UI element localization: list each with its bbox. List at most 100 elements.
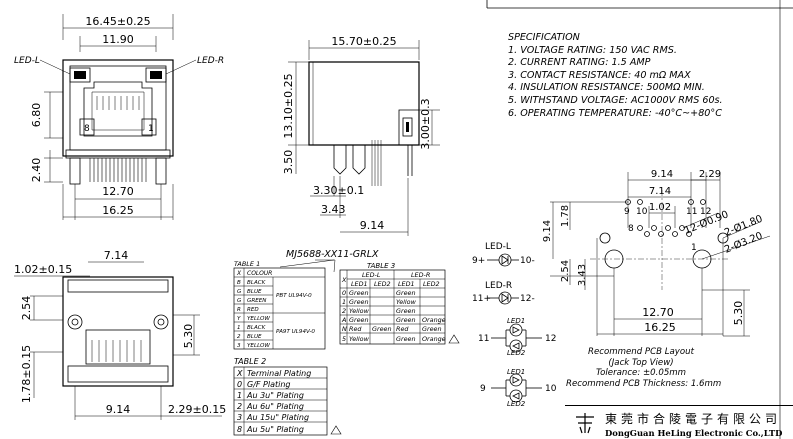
side-dim-peg: 3.30±0.1 [313,184,364,197]
bottom-dim-bottom: 9.14 [106,403,131,416]
side-dim-width: 15.70±0.25 [331,35,396,48]
bicolor-a-pin-right: 12 [545,334,556,344]
schematic-ledr-label: LED-R [485,281,512,291]
side-dim-offset: 3.43 [321,203,346,216]
table1-r2-c1: GREEN [247,298,267,304]
bottom-view: 7.14 1.02±0.15 2.54 1.78±0.15 5.30 [14,249,226,420]
table3-cell: Orange [422,335,446,343]
pcb-pin-1: 1 [691,243,697,253]
front-dim-height-b: 2.40 [30,158,43,183]
revision-triangle-icon [330,425,342,435]
table3-cell: Green [422,325,442,333]
table2-r1-c1: Au 3u" Plating [246,391,304,400]
table3-cell: Red [396,325,409,333]
table1-r6-c1: BLUE [247,334,262,340]
table1-h1: COLOUR [247,270,272,277]
spec-line: 6. OPERATING TEMPERATURE: -40°C~+80°C [508,107,722,119]
table2-r2-c0: 2 [237,402,242,411]
table1-note-b: PA9T UL94V-0 [276,329,315,335]
table3-cell: Yellow [349,335,370,343]
spec-line: 2. CURRENT RATING: 1.5 AMP [508,57,651,69]
part-number: MJ5688-XX11-GRLX [286,249,379,260]
front-view: 16.45±0.25 11.90 8 1 [14,14,224,220]
company-name-english: DongGuan HeLing Electronic Co.,LTD [605,428,783,438]
table3-cell: Red [349,325,362,333]
schematic-ledl-pin-minus: 10- [520,256,535,266]
table3-sh3: LED2 [423,280,440,288]
pcb-note-line: (Jack Top View) [608,357,674,368]
schematic-ledr-pin-plus: 11+ [472,294,491,304]
table1-r0-c1: BLACK [247,280,267,286]
table1-r3-c1: RED [247,307,259,313]
table2-r2-c1: Au 6u" Plating [246,402,304,411]
pcb-layout: 9.14 2.29 7.14 1.02 9 10 11 12 8 1 [542,169,771,337]
table3-cell: 2 [342,307,346,315]
table-2: TABLE 2 X Terminal Plating 0 G/F Plating… [233,357,342,436]
pcb-pin-10: 10 [636,207,648,217]
spec-line: 1. VOLTAGE RATING: 150 VAC RMS. [508,44,677,56]
pcb-dim-f: 1.78 [560,205,571,227]
table1-r7-c0: 3 [237,343,241,349]
table3-title: TABLE 3 [367,262,395,270]
bicolor-b-led1: LED1 [507,368,525,376]
pcb-pin-12: 12 [700,207,711,217]
table2-r0-c0: 0 [237,380,242,389]
table1-r5-c1: BLACK [247,325,267,331]
table3-cell: N [342,325,347,333]
table3-cell: Green [349,289,369,297]
table1-r1-c1: BLUE [247,289,262,295]
bottom-dim-pitch: 2.54 [20,296,33,321]
table3-sh1: LED2 [374,280,391,288]
side-view: 15.70±0.25 13.10±0.25 3.50 3.00±0.3 3.30… [282,35,440,236]
pcb-dim-g: 2.54 [560,260,571,282]
bottom-dim-height: 5.30 [182,324,195,349]
specification-block: SPECIFICATION 1. VOLTAGE RATING: 150 VAC… [508,32,723,120]
spec-line: 3. CONTACT RESISTANCE: 40 mΩ MAX [508,69,691,81]
table1-r4-c0: Y [237,316,241,322]
led-r-icon [498,291,512,305]
table3-cell: 1 [342,298,346,306]
table1-r0-c0: B [237,280,241,286]
table1-r2-c0: G [237,298,242,304]
table1-r6-c0: 2 [237,334,241,340]
table1-note-a: PBT UL94V-0 [276,293,312,299]
table3-sh0: LED1 [351,280,368,288]
table2-r4-c1: Au 5u" Plating [246,425,304,434]
pcb-dim-h: 3.43 [577,264,588,286]
side-dim-height: 13.10±0.25 [282,73,295,138]
bottom-dim-left-top: 1.02±0.15 [14,263,72,276]
bottom-dim-right-bottom: 2.29±0.15 [168,403,226,416]
table3-h1: LED-L [362,271,381,279]
pcb-dim-a: 9.14 [651,169,673,180]
led-l-icon [498,253,512,267]
table3-cell: Green [396,289,416,297]
pcb-pin-11: 11 [686,207,697,217]
pcb-pin-8: 8 [628,224,634,234]
table3-cell: Green [349,298,369,306]
pcb-note-line: Recommend PCB Thickness: 1.6mm [566,378,722,389]
table2-r4-c0: 8 [237,425,242,434]
table3-cell: Green [372,325,392,333]
table2-h0: X [236,369,243,378]
table3-cell: 0 [342,289,346,297]
led2-icon [509,339,523,353]
pcb-note-line: Tolerance: ±0.05mm [595,368,687,379]
company-logo-icon [576,413,594,434]
table1-r5-c0: 1 [237,325,241,331]
front-dim-overall-bottom: 16.25 [102,204,134,217]
spec-title: SPECIFICATION [508,32,580,43]
front-pin-1: 1 [148,124,154,134]
pcb-note: Recommend PCB Layout (Jack Top View) Tol… [566,347,722,389]
table3-sh2: LED1 [398,280,415,288]
table1-r1-c0: G [237,289,242,295]
table2-r1-c0: 1 [237,391,242,400]
pcb-dim-d: 1.02 [649,202,671,213]
front-dim-height-a: 6.80 [30,103,43,128]
table3-cell: Yellow [396,298,417,306]
table1-r3-c0: R [237,307,241,313]
pcb-dim-i: 12.70 [642,306,674,319]
bicolor-b-led2: LED2 [507,400,526,408]
spec-line: 5. WITHSTAND VOLTAGE: AC1000V RMS 60s. [508,94,723,106]
table2-r3-c0: 3 [237,413,242,422]
